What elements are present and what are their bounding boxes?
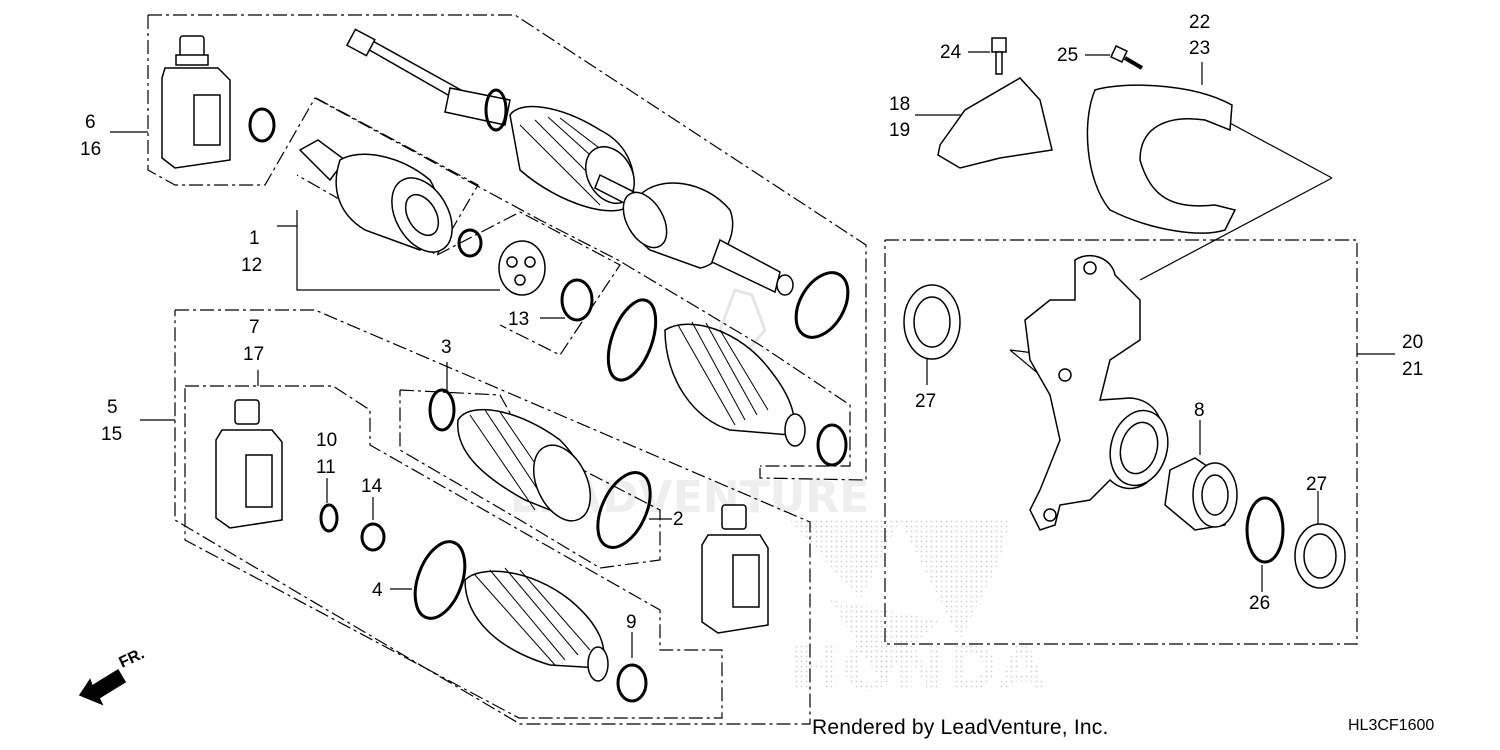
callout-18: 18 <box>889 94 910 115</box>
inner-boot-kit <box>428 388 652 549</box>
boot-band-upper <box>484 88 850 339</box>
callout-7: 7 <box>249 317 260 338</box>
steering-knuckle <box>1024 254 1169 531</box>
circlip-13 <box>560 278 594 322</box>
wheel-bearing <box>1164 457 1238 531</box>
callout-11: 11 <box>316 457 336 478</box>
knuckle-guard-22 <box>1086 84 1237 234</box>
callout-12: 12 <box>241 255 262 276</box>
honda-watermark: HONDA <box>790 520 1046 705</box>
callout-27-right: 27 <box>1306 474 1327 495</box>
leader-lines <box>110 51 1395 658</box>
bearing-cage <box>498 240 546 296</box>
callout-17: 17 <box>243 344 264 365</box>
callout-5: 5 <box>107 397 118 418</box>
bolt-24 <box>991 37 1007 75</box>
outer-boot-kit <box>413 540 648 703</box>
stop-ring <box>457 228 483 258</box>
callout-2: 2 <box>673 509 684 530</box>
stop-ring-14 <box>360 522 386 552</box>
drive-shaft-assembly <box>345 28 794 296</box>
circlip-10 <box>319 503 339 533</box>
callout-21: 21 <box>1402 359 1423 380</box>
inner-joint <box>298 139 453 253</box>
callout-1: 1 <box>249 228 260 249</box>
callout-10: 10 <box>316 430 337 451</box>
front-direction-arrow-icon <box>78 668 127 706</box>
bolt-25 <box>1110 45 1144 70</box>
leadventure-logo-watermark <box>718 288 767 363</box>
front-direction-label: FR. <box>117 645 148 671</box>
outer-boot <box>606 298 848 467</box>
callout-20: 20 <box>1402 332 1423 353</box>
diagram-code: HL3CF1600 <box>1348 717 1435 734</box>
callout-24: 24 <box>940 42 962 63</box>
callout-16: 16 <box>80 139 101 160</box>
callout-26: 26 <box>1249 593 1270 614</box>
callout-13: 13 <box>508 309 529 330</box>
callout-3: 3 <box>441 337 452 358</box>
grease-bottle-upper <box>161 35 231 169</box>
callout-9: 9 <box>626 612 637 633</box>
callout-4: 4 <box>372 580 383 601</box>
oil-seal-right <box>1294 523 1346 589</box>
render-credit: Rendered by LeadVenture, Inc. <box>812 716 1109 739</box>
callout-8: 8 <box>1194 400 1205 421</box>
callout-27-left: 27 <box>915 391 936 412</box>
circlip-upper <box>248 107 276 143</box>
callout-19: 19 <box>889 120 910 141</box>
callout-15: 15 <box>101 424 122 445</box>
oil-seal-left <box>903 284 961 360</box>
watermark-brand-text: HONDA <box>790 632 1046 705</box>
knuckle-cover-18 <box>937 77 1053 169</box>
callout-23: 23 <box>1189 38 1210 59</box>
callout-25: 25 <box>1057 45 1078 66</box>
callout-14: 14 <box>361 476 383 497</box>
parts-art <box>78 28 1346 706</box>
grease-bottle-right <box>701 504 769 634</box>
grease-bottle-lower <box>215 399 283 529</box>
callout-numbers: 6 16 1 12 13 7 17 5 15 3 10 11 14 2 4 9 … <box>80 12 1423 633</box>
callout-6: 6 <box>85 112 96 133</box>
callout-22: 22 <box>1189 12 1210 33</box>
circlip-26 <box>1245 496 1285 564</box>
